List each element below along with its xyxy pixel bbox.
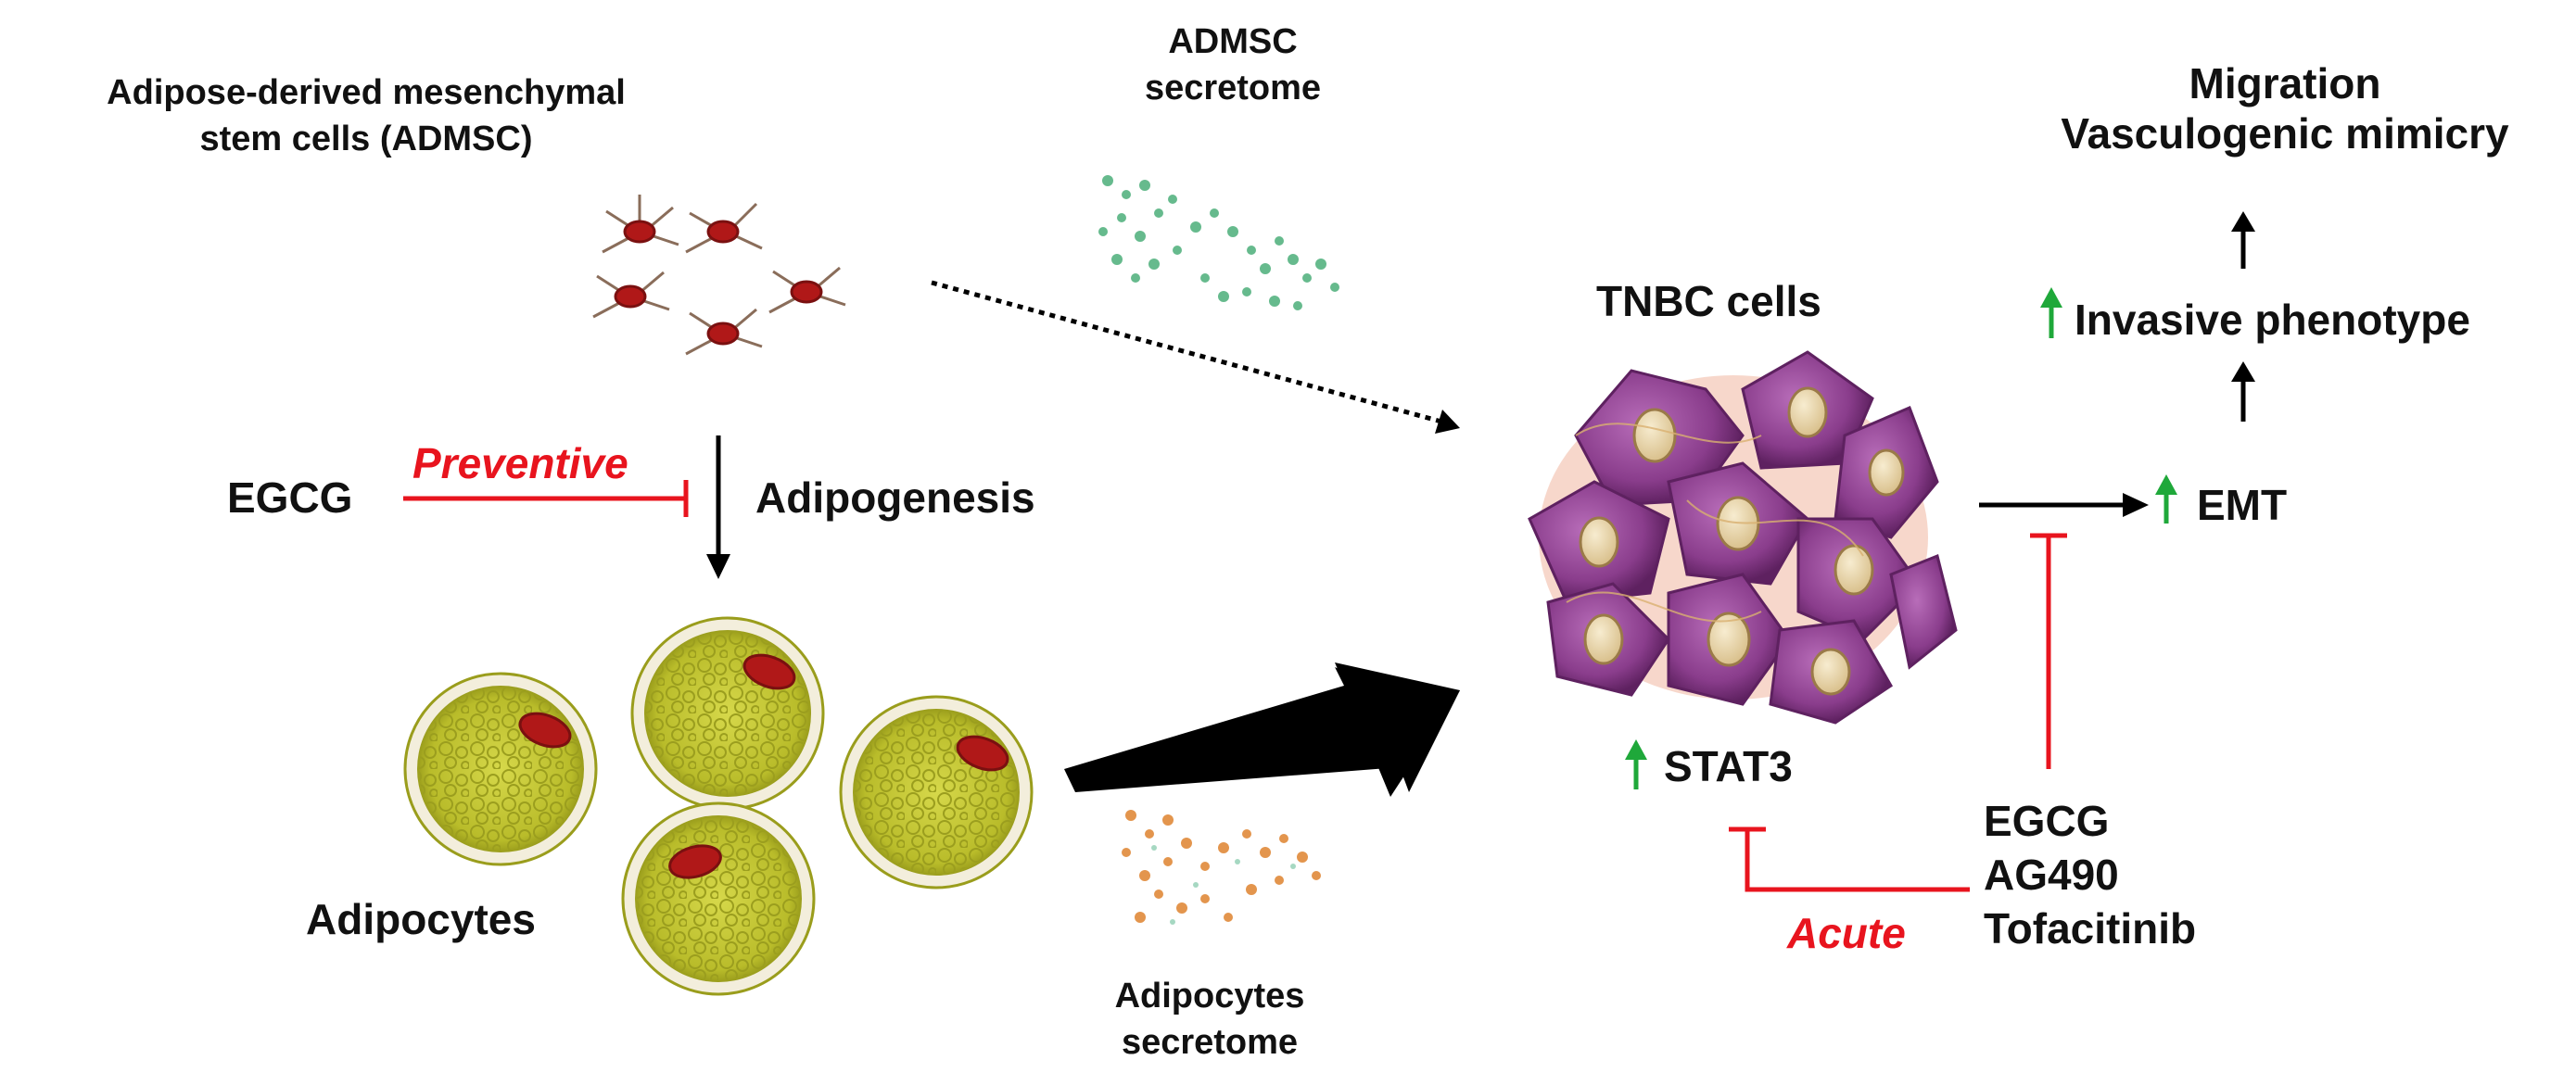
adipogenesis-label: Adipogenesis <box>755 473 1035 522</box>
adipocytes-to-tnbc-arrow <box>1064 662 1460 797</box>
inhibitor-egcg: EGCG <box>1984 797 2110 845</box>
adipocytes-secretome-dots <box>1122 810 1321 923</box>
tnbc-cells-label: TNBC cells <box>1596 277 1821 325</box>
admsc-secretome-dots <box>1098 175 1339 310</box>
adipocyte-cells <box>403 616 1034 996</box>
admsc-label-line-2: stem cells (ADMSC) <box>199 120 533 158</box>
admsc-secretome-label-line-2: secretome <box>1144 69 1322 107</box>
stat3-up-icon <box>1625 739 1647 789</box>
admsc-label: Adipose-derived mesenchymal stem cells (… <box>9 69 723 162</box>
adipocytes-secretome-label-line-2: secretome <box>1121 1023 1299 1062</box>
inhibitor-list: EGCG AG490 Tofacitinib <box>1984 794 2196 955</box>
invasive-phenotype-label: Invasive phenotype <box>2075 296 2470 344</box>
egcg-left-label: EGCG <box>227 473 353 522</box>
admsc-secretome-label-line-1: ADMSC <box>1168 22 1298 61</box>
tnbc-cell-cluster <box>1528 350 1958 725</box>
egcg-preventive-inhibition <box>403 480 689 517</box>
adipocytes-label: Adipocytes <box>306 895 536 943</box>
invasive-to-migration-arrow <box>2231 211 2255 269</box>
preventive-label: Preventive <box>412 439 628 487</box>
inhibitor-ag490: AG490 <box>1984 851 2119 899</box>
outcome-labels: Migration Vasculogenic mimicry <box>2002 58 2568 158</box>
admsc-to-tnbc-dotted-arrow <box>931 280 1460 434</box>
inhibitors-to-emt-inhibition <box>2030 533 2067 769</box>
vasculogenic-mimicry-label: Vasculogenic mimicry <box>2061 109 2509 158</box>
admsc-cells <box>592 195 846 356</box>
stat3-label: STAT3 <box>1664 742 1793 790</box>
emt-label: EMT <box>2197 481 2288 529</box>
inhibitor-tofacitinib: Tofacitinib <box>1984 904 2197 953</box>
admsc-secretome-label: ADMSC secretome <box>1094 19 1372 111</box>
inhibitors-to-stat3-inhibition <box>1729 826 1970 892</box>
invasive-up-icon <box>2040 287 2062 338</box>
adipogenesis-arrow <box>706 435 730 579</box>
adipocytes-secretome-label: Adipocytes secretome <box>1071 973 1349 1066</box>
admsc-label-line-1: Adipose-derived mesenchymal <box>107 73 626 112</box>
emt-to-invasive-arrow <box>2231 361 2255 422</box>
acute-label: Acute <box>1787 909 1906 957</box>
tnbc-to-emt-arrow <box>1979 493 2149 517</box>
migration-label: Migration <box>2189 59 2381 107</box>
adipocytes-secretome-label-line-1: Adipocytes <box>1114 977 1305 1016</box>
emt-up-icon <box>2155 474 2177 524</box>
